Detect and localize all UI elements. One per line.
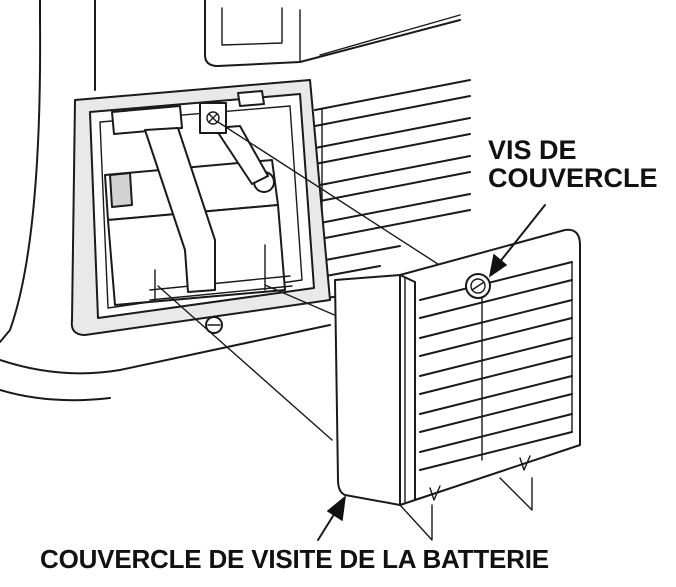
battery-strap	[111, 90, 269, 293]
cover-screw-label-line1: VIS DE	[488, 135, 577, 165]
cover-screw-label: VIS DE COUVERCLE	[488, 136, 658, 193]
generator-body	[0, 0, 461, 402]
screw-callout-line	[494, 204, 546, 269]
leader-lines	[157, 121, 476, 441]
screw-arrowhead-icon	[488, 253, 508, 278]
cover-screw-label-line2: COUVERCLE	[488, 163, 658, 194]
callout-arrows	[317, 204, 546, 541]
cover-arrowhead-icon	[326, 495, 346, 522]
battery-cover-label: COUVERCLE DE VISITE DE LA BATTERIE	[40, 544, 549, 574]
battery-access-cover	[334, 228, 581, 541]
generator-vent-grille	[314, 79, 471, 301]
